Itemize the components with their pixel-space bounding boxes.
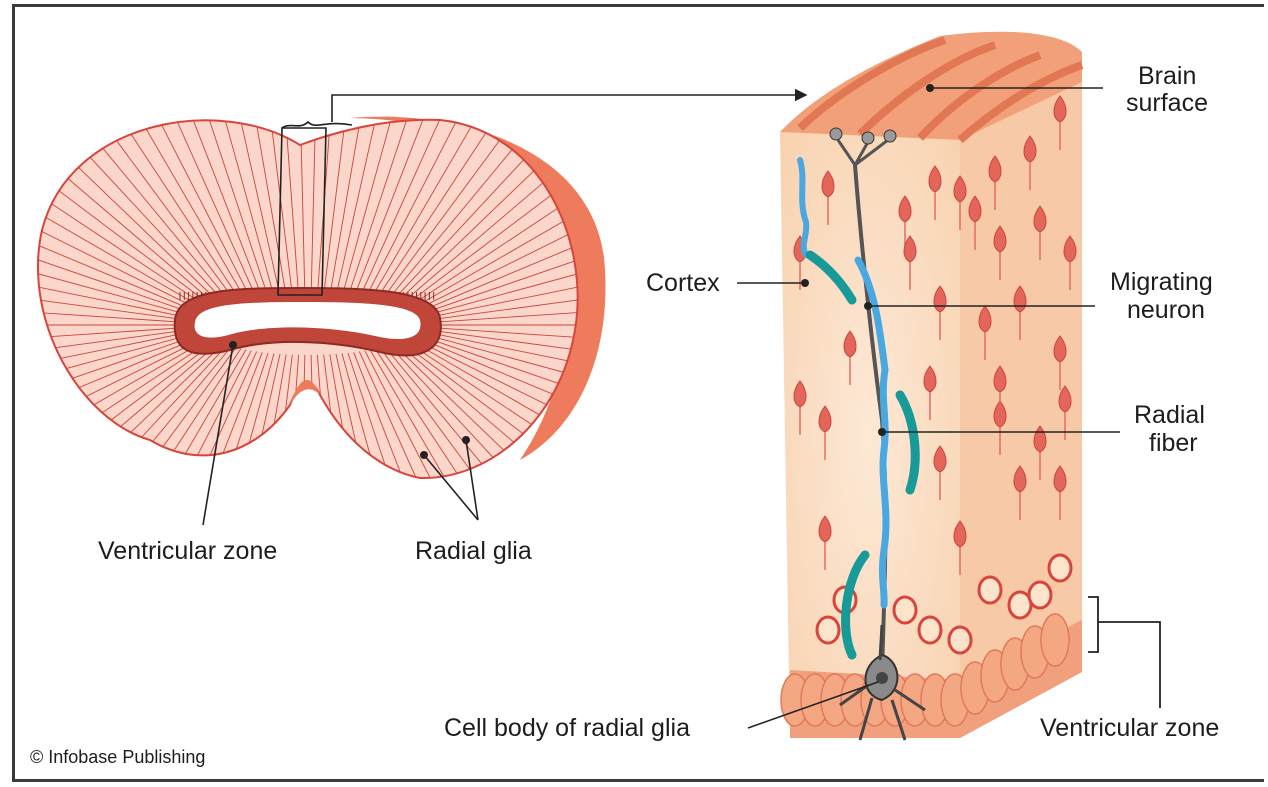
neuron-label: neuron [1127,295,1205,325]
radial-glia-line [298,355,305,625]
fiber-label: fiber [1149,428,1198,458]
cortex-label: Cortex [646,268,720,298]
brain-section [0,25,648,625]
radial-glia-label: Radial glia [415,536,532,566]
cortex-block [737,32,1160,740]
ventricular-zone-right-label: Ventricular zone [1040,713,1219,743]
radial-glia-line [311,355,318,625]
dividing-cell [979,577,1001,603]
dividing-cell [1029,582,1051,608]
cell-body-label: Cell body of radial glia [444,713,690,743]
dividing-cell [1049,555,1071,581]
vz-cell [1041,614,1069,666]
dividing-cell [919,617,941,643]
radial-label: Radial [1134,400,1205,430]
credit-text: © Infobase Publishing [30,747,205,768]
brain-label: Brain [1138,61,1196,91]
migrating-label: Migrating [1110,267,1213,297]
dividing-cell [894,597,916,623]
ventricular-zone-label: Ventricular zone [98,536,277,566]
dividing-cell [817,617,839,643]
surface-label: surface [1126,88,1208,118]
dividing-cell [949,627,971,653]
